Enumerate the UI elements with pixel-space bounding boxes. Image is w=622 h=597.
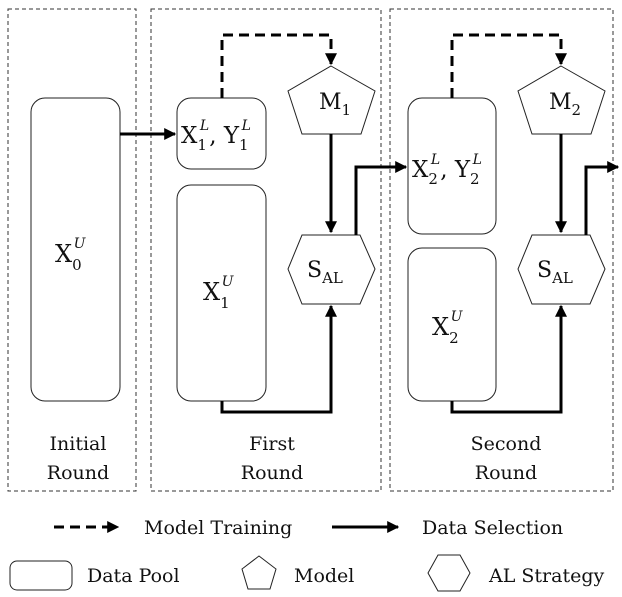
pool-x0-unlabeled bbox=[30, 97, 121, 402]
first-round-frame bbox=[150, 8, 382, 492]
legend-al-strategy: AL Strategy bbox=[488, 565, 604, 587]
al-strategy-1-hexagon bbox=[287, 234, 376, 305]
label-x0-unlabeled: X0U bbox=[55, 236, 87, 274]
label-x1y1-labeled: X1L, Y1L bbox=[181, 118, 251, 154]
pool-x1-unlabeled bbox=[176, 184, 267, 402]
label-x2y2-labeled: X2L, Y2L bbox=[412, 152, 482, 188]
legend-model-training: Model Training bbox=[144, 517, 292, 539]
label-x2-unlabeled: X2U bbox=[432, 309, 464, 347]
second-round-frame bbox=[389, 8, 614, 492]
second-round-label-line1: Second bbox=[471, 433, 542, 455]
legend-data-pool-swatch bbox=[9, 560, 73, 591]
initial-round-label-line2: Round bbox=[47, 462, 109, 484]
legend-data-selection: Data Selection bbox=[422, 517, 563, 539]
label-model-1: M1 bbox=[319, 90, 351, 119]
al-strategy-2-hexagon bbox=[517, 234, 606, 305]
arrow-x1-unlabeled-to-sal1 bbox=[220, 304, 337, 414]
label-model-2: M2 bbox=[549, 90, 581, 119]
label-x1-unlabeled: X1U bbox=[203, 274, 235, 312]
initial-round-frame bbox=[7, 8, 137, 492]
arrow-sal2-to-next-round bbox=[584, 161, 620, 235]
first-round-label-line1: First bbox=[249, 433, 295, 455]
label-sal-2: SAL bbox=[537, 258, 573, 287]
legend-model: Model bbox=[294, 565, 354, 587]
arrow-x2-labeled-to-model2 bbox=[450, 33, 567, 98]
legend-model-pentagon bbox=[241, 555, 277, 590]
legend-al-strategy-hexagon bbox=[427, 554, 471, 592]
legend-data-pool: Data Pool bbox=[87, 565, 180, 587]
arrow-sal1-to-x2-labeled bbox=[354, 161, 408, 235]
second-round-label-line2: Round bbox=[475, 462, 537, 484]
first-round-label-line2: Round bbox=[241, 462, 303, 484]
label-sal-1: SAL bbox=[307, 258, 343, 287]
arrow-x2-unlabeled-to-sal2 bbox=[450, 304, 567, 414]
arrow-x1-labeled-to-model1 bbox=[220, 33, 337, 98]
initial-round-label-line1: Initial bbox=[50, 433, 107, 455]
